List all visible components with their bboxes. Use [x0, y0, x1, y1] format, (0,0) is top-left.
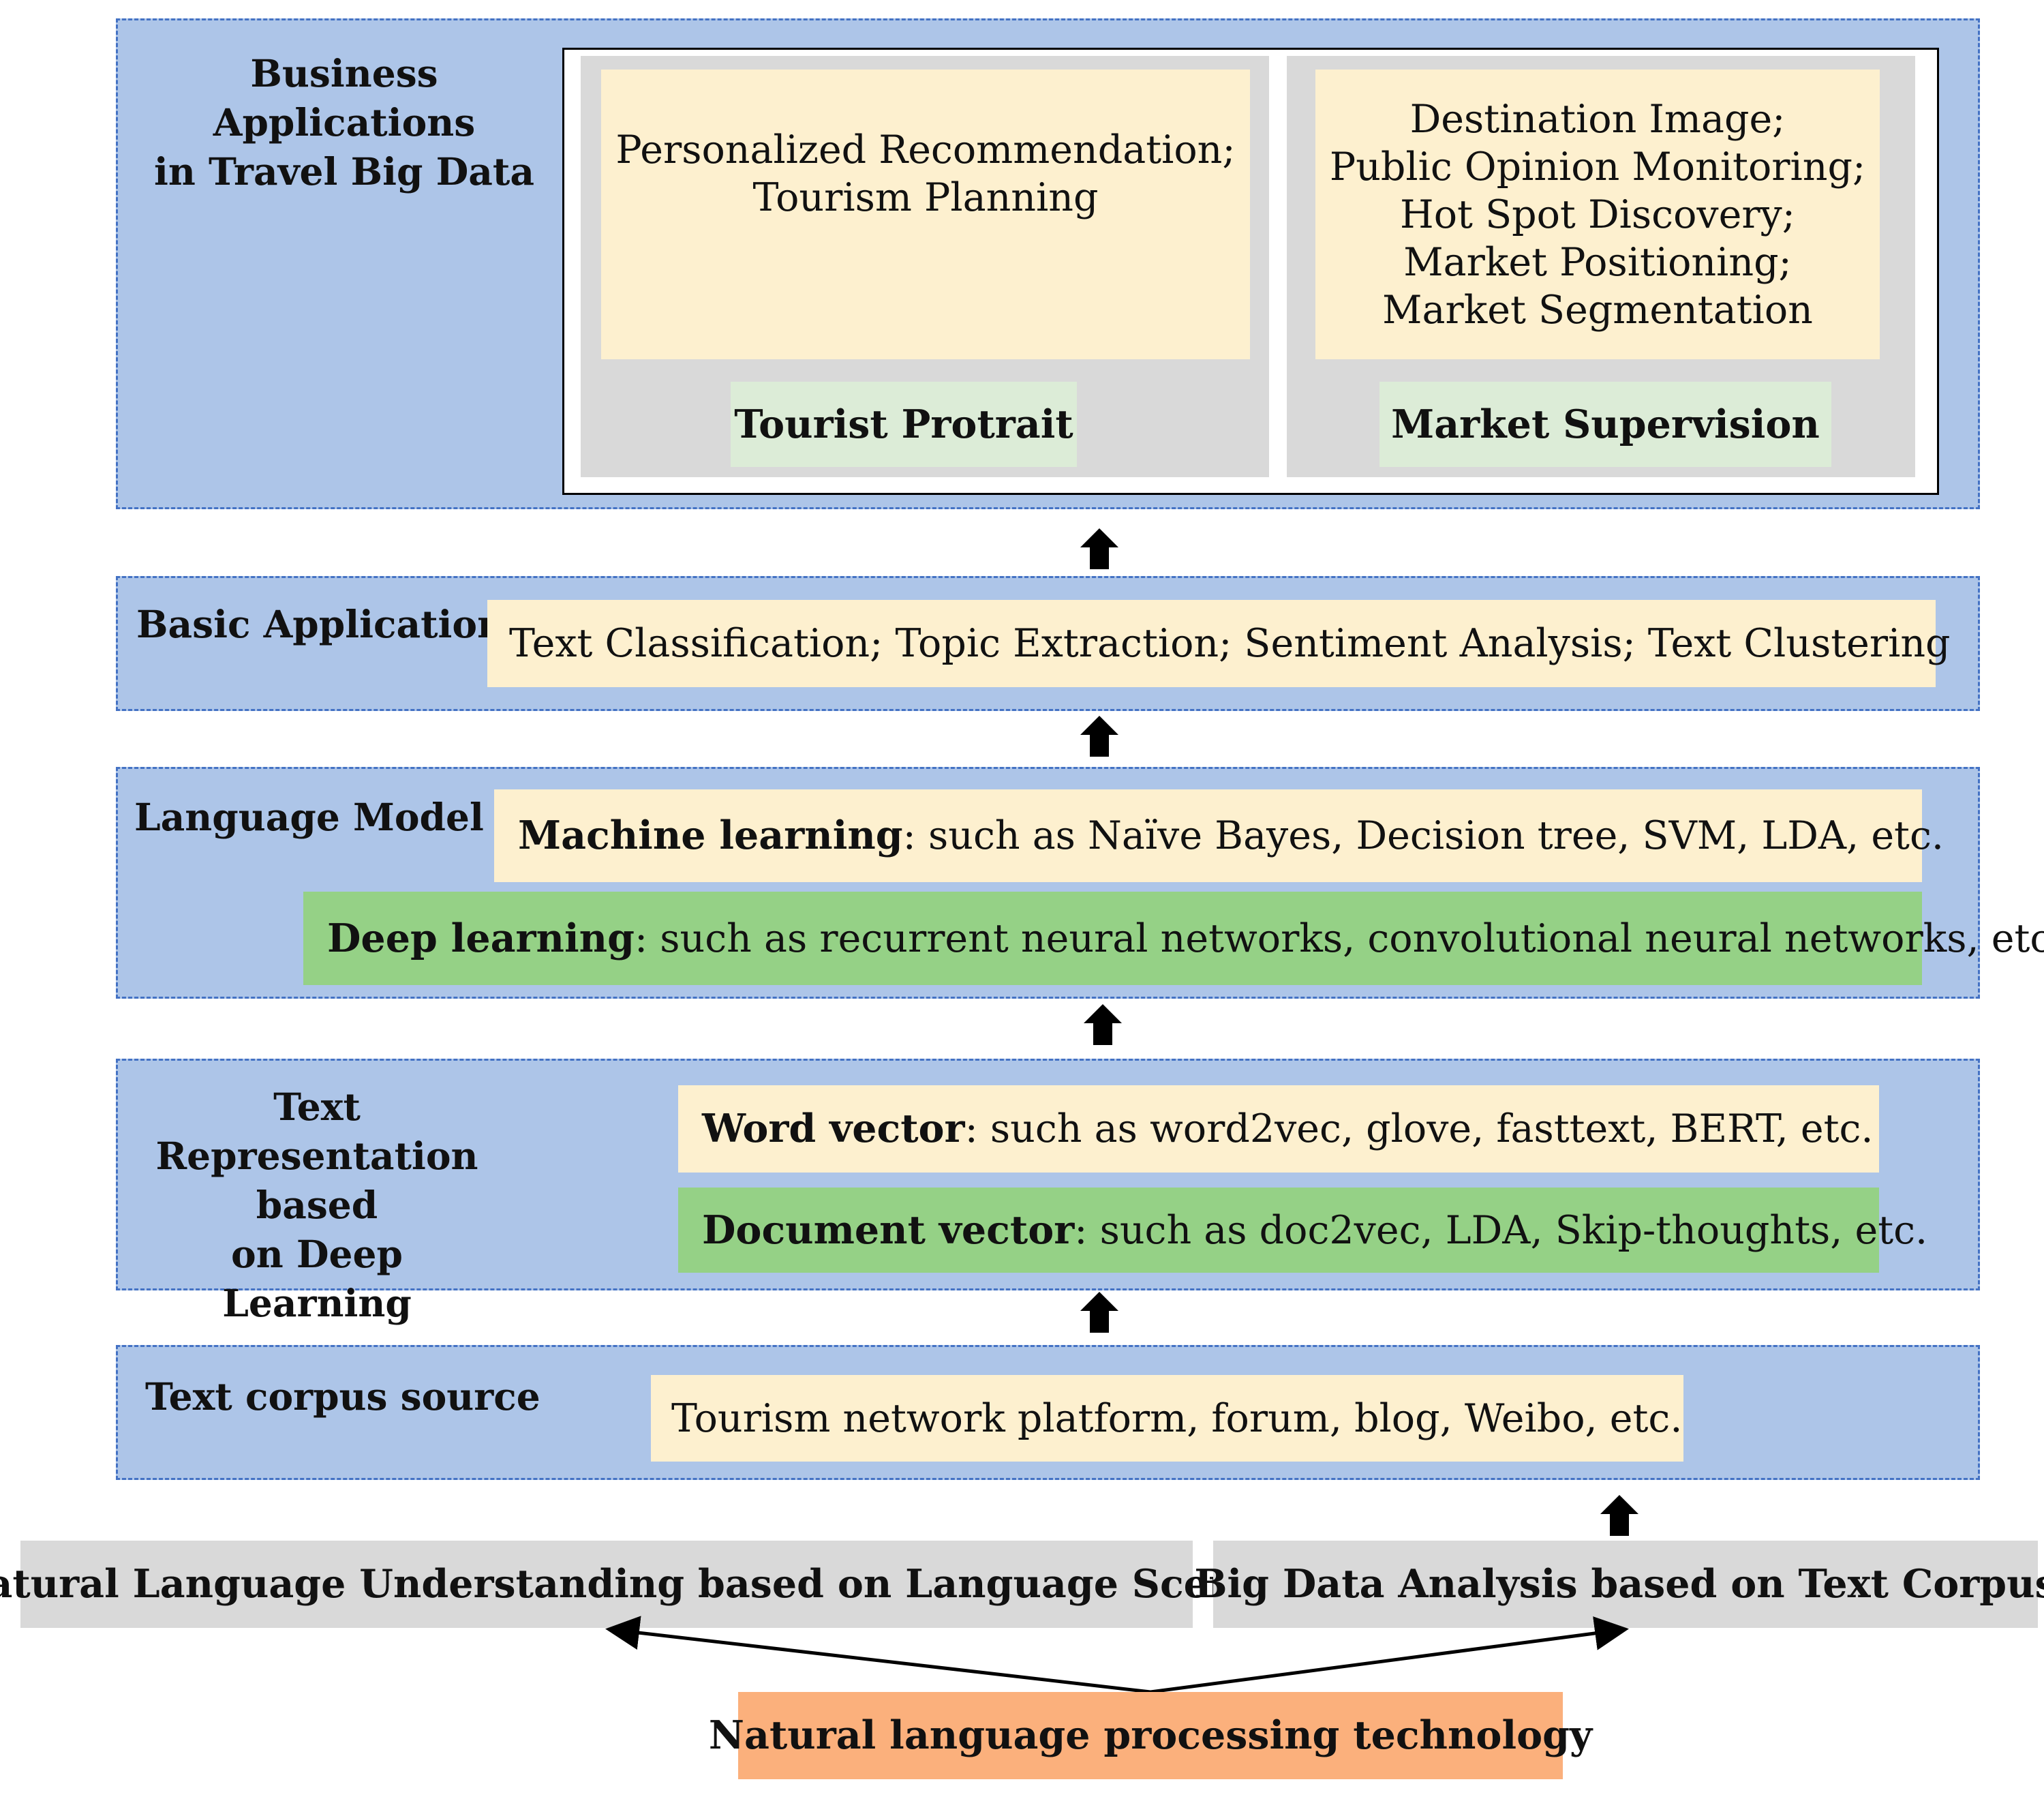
up-arrow-icon [1600, 1495, 1638, 1536]
up-arrow-icon [1084, 1004, 1122, 1045]
market-item: Public Opinion Monitoring; [1329, 144, 1866, 190]
tourist-applications-box: Personalized Recommendation; Tourism Pla… [601, 70, 1250, 359]
market-item: Hot Spot Discovery; [1400, 192, 1795, 237]
nlp-technology-box: Natural language processing technology [709, 1692, 1592, 1779]
up-arrow-icon [1080, 716, 1118, 757]
arrow-to-bda [1150, 1616, 1629, 1694]
text-corpus-title: Text corpus source [145, 1374, 540, 1419]
document-vector-box: Document vector: such as doc2vec, LDA, S… [678, 1188, 1927, 1273]
language-model-title: Language Model [134, 795, 484, 839]
word-vector-box: Word vector: such as word2vec, glove, fa… [678, 1085, 1879, 1173]
tourist-item: Personalized Recommendation; [615, 127, 1236, 172]
market-applications-box: Destination Image; Public Opinion Monito… [1315, 70, 1880, 359]
market-supervision-label: Market Supervision [1379, 382, 1831, 467]
up-arrow-icon [1080, 1292, 1118, 1333]
bda-box: Big Data Analysis based on Text Corpus [1194, 1541, 2044, 1628]
tourist-item: Tourism Planning [752, 175, 1099, 220]
market-item: Destination Image; [1409, 96, 1786, 142]
machine-learning-box: Machine learning: such as Naïve Bayes, D… [494, 789, 1944, 882]
market-item: Market Segmentation [1382, 287, 1813, 333]
basic-application-title: Basic Application [136, 602, 505, 646]
tourist-portrait-label: Tourist Protrait [731, 382, 1077, 467]
text-corpus-box: Tourism network platform, forum, blog, W… [651, 1375, 1683, 1462]
market-item: Market Positioning; [1403, 239, 1792, 285]
deep-learning-box: Deep learning: such as recurrent neural … [303, 892, 2044, 985]
up-arrow-icon [1080, 528, 1118, 569]
business-applications-title: Business Applications in Travel Big Data [154, 51, 534, 194]
arrow-to-nlu [605, 1616, 1151, 1694]
nlu-box: Natural Language Understanding based on … [0, 1541, 1262, 1628]
text-representation-title: Text Representation based on Deep Learni… [155, 1085, 478, 1325]
basic-application-box: Text Classification; Topic Extraction; S… [487, 600, 1951, 687]
